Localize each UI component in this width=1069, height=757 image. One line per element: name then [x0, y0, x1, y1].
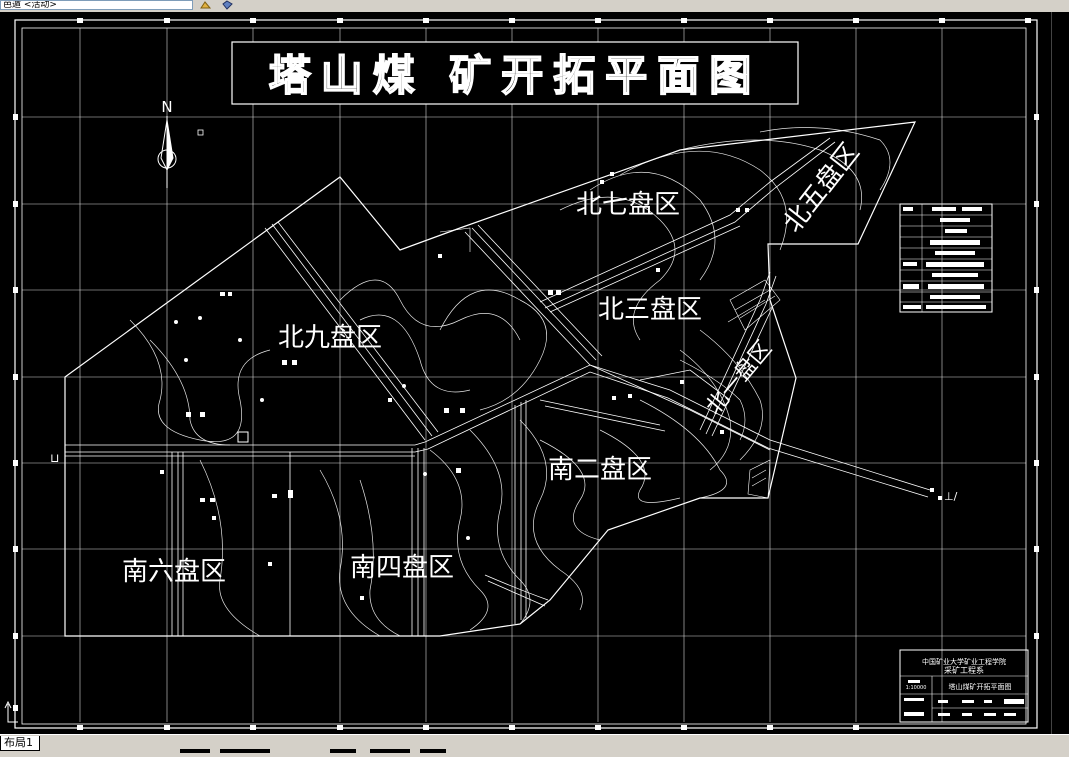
- label-south-2: 南二盘区: [548, 455, 652, 485]
- marker-right: ⊥/: [944, 490, 958, 503]
- label-north-3: 北三盘区: [598, 295, 702, 325]
- drawing-title: 塔山煤 矿开拓平面图: [269, 51, 762, 100]
- mine-boundary: [64, 121, 917, 637]
- layer-field[interactable]: 芭遁 <活动>: [0, 0, 193, 10]
- title-block: 中国矿业大学矿业工程学院 采矿工程系 塔山煤矿开拓平面图 1:10000: [899, 649, 1029, 723]
- north-arrow-icon: N: [157, 98, 204, 188]
- label-north-9: 北九盘区: [278, 323, 382, 353]
- title-box: [231, 41, 799, 105]
- label-south-4: 南四盘区: [350, 553, 454, 583]
- legend-table: [899, 203, 993, 313]
- layout-tab-bar: 布局1: [0, 734, 1069, 757]
- contour-lines: [129, 127, 891, 637]
- marker-left: ⊔: [50, 451, 59, 465]
- vertical-scrollbar[interactable]: [1041, 12, 1069, 734]
- hatched-zones: [439, 227, 781, 499]
- district-labels: 北七盘区 北三盘区 北九盘区 南二盘区 南四盘区 南六盘区 北五盘区 北一盘区: [122, 138, 866, 587]
- tab-layout1[interactable]: 布局1: [0, 736, 40, 751]
- label-north-5: 北五盘区: [778, 138, 866, 238]
- label-north-1: 北一盘区: [701, 336, 777, 419]
- borehole-markers: [160, 172, 942, 600]
- ucs-icon: [4, 700, 18, 723]
- svg-text:塔山煤矿开拓平面图: 塔山煤矿开拓平面图: [949, 682, 1012, 691]
- svg-text:采矿工程系: 采矿工程系: [944, 665, 984, 675]
- cad-drawing: 塔山煤 矿开拓平面图 N: [4, 18, 1039, 730]
- label-north-7: 北七盘区: [576, 190, 680, 220]
- drawing-canvas[interactable]: 塔山煤 矿开拓平面图 N: [0, 12, 1069, 734]
- layer-prop-icon[interactable]: [222, 0, 233, 10]
- label-south-6: 南六盘区: [122, 557, 226, 587]
- svg-text:N: N: [161, 98, 172, 116]
- coordinate-grid: [22, 28, 1026, 722]
- layer-state-icon[interactable]: [200, 0, 211, 10]
- svg-text:1:10000: 1:10000: [906, 685, 927, 691]
- svg-text:中国矿业大学矿业工程学院: 中国矿业大学矿业工程学院: [922, 657, 1006, 666]
- roadways: [65, 137, 931, 636]
